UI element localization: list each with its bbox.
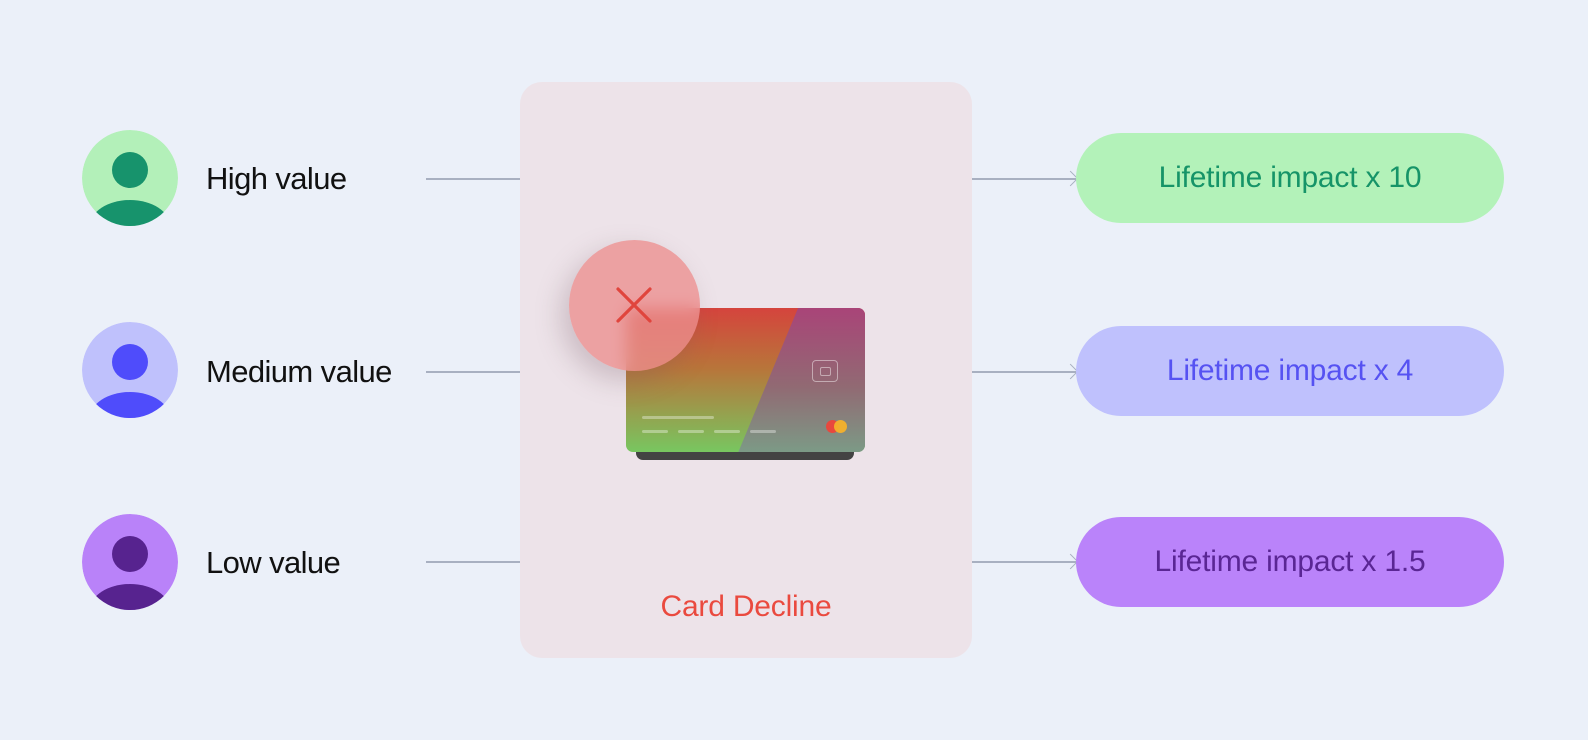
card-number-segment — [714, 430, 740, 433]
close-icon — [613, 284, 655, 326]
card-chip-icon — [812, 360, 838, 382]
connector-right-medium — [972, 371, 1076, 373]
card-decline-title: Card Decline — [520, 590, 972, 624]
connector-right-high — [972, 178, 1076, 180]
connector-left-medium — [426, 371, 520, 373]
connector-left-high — [426, 178, 520, 180]
segment-label-medium: Medium value — [206, 352, 392, 392]
connector-left-low — [426, 561, 520, 563]
avatar-medium-value — [82, 322, 178, 418]
user-icon — [82, 514, 178, 610]
avatar-high-value — [82, 130, 178, 226]
connector-right-low — [972, 561, 1076, 563]
user-icon — [82, 322, 178, 418]
segment-label-low: Low value — [206, 543, 340, 583]
segment-label-high: High value — [206, 159, 346, 199]
card-text-line — [642, 416, 714, 419]
impact-pill-low: Lifetime impact x 1.5 — [1076, 517, 1504, 607]
user-icon — [82, 130, 178, 226]
impact-pill-medium: Lifetime impact x 4 — [1076, 326, 1504, 416]
decline-badge — [569, 240, 700, 371]
mastercard-logo-yellow — [834, 420, 847, 433]
card-number-segment — [642, 430, 668, 433]
card-number-segment — [750, 430, 776, 433]
avatar-low-value — [82, 514, 178, 610]
card-chip-contact — [820, 367, 831, 376]
impact-pill-high: Lifetime impact x 10 — [1076, 133, 1504, 223]
card-number-segment — [678, 430, 704, 433]
